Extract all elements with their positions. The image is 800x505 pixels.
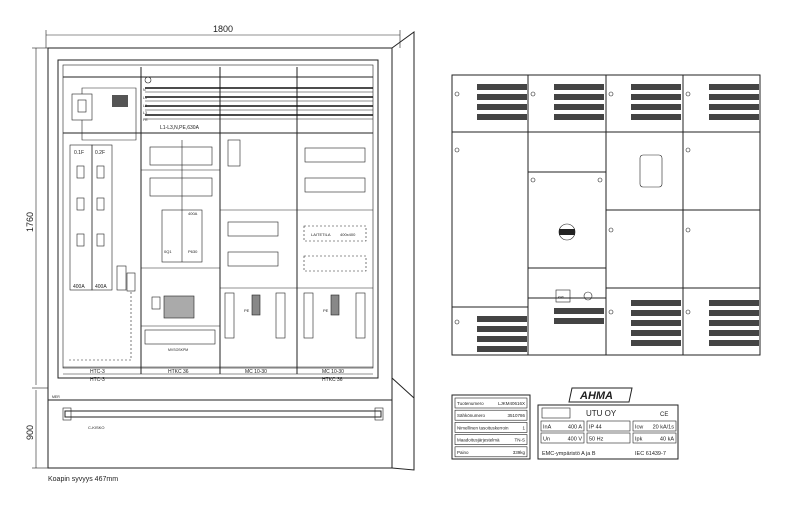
switch-id: 0Q1	[164, 249, 172, 254]
screw-icon	[685, 309, 691, 315]
rating-cell	[540, 432, 585, 444]
dimension-lines	[32, 30, 401, 469]
rating-label: Un	[543, 437, 550, 443]
vent-grille	[631, 300, 681, 346]
section-label-3: MC 10-30	[245, 369, 267, 375]
reserved-label: LAITETILA	[311, 232, 331, 237]
depth-note: Koapin syvyys 467mm	[48, 476, 118, 483]
certification-marks: CE	[660, 412, 668, 418]
bus-phase-l1: L1	[143, 96, 147, 100]
specs-table: Tuotenumero LJKM40616X Sähkönumero 3510786N…	[451, 394, 531, 460]
cabinet-door-view: kWh	[451, 74, 761, 356]
rating-label: Icw	[635, 425, 643, 431]
vent-grille	[477, 84, 527, 120]
screw-icon	[454, 91, 460, 97]
vent-grille	[554, 84, 604, 120]
switch-type: P630	[188, 249, 198, 254]
rating-value: 400 A	[568, 425, 582, 431]
spec-label: Nimellinen tasoituskerroin	[457, 425, 509, 430]
spec-row	[454, 397, 528, 409]
spec-row	[454, 409, 528, 421]
width-dimension: 1800	[213, 24, 233, 34]
rating-cell	[540, 420, 585, 432]
rating-cell	[586, 432, 631, 444]
rating-label: Ipk	[635, 437, 643, 443]
rating-label: 50 Hz	[589, 437, 604, 443]
spec-label: Paino	[457, 450, 469, 455]
vent-grille	[477, 316, 527, 352]
spec-value: 1	[522, 425, 525, 430]
rating-label: InA	[543, 425, 552, 431]
bus-phase-l2: L2	[143, 104, 147, 108]
fuse-label-2: 0.2F	[95, 150, 105, 156]
switch-rating: 400A	[188, 211, 198, 216]
company-name: UTU OY	[586, 409, 617, 418]
spec-value: LJKM40616X	[498, 401, 525, 406]
screw-icon	[597, 177, 603, 183]
busbars	[144, 76, 373, 120]
spec-value: 3510786	[507, 413, 525, 418]
section-sublabel-2: HTKC 36	[322, 377, 343, 383]
screw-icon	[608, 227, 614, 233]
bottom-terminal-label: MVSOSKPM	[168, 348, 188, 352]
bus-phase-l3: L3	[143, 111, 147, 115]
spec-row	[454, 446, 528, 458]
section-label-4: MC 10-30	[322, 369, 344, 375]
rating-cell	[586, 420, 631, 432]
emc-class: EMC-ympäristö A ja B	[542, 451, 596, 457]
screw-icon	[608, 309, 614, 315]
bus-phase-n: N	[143, 88, 146, 92]
rail-label: C-KISKO	[88, 425, 104, 430]
brand-logo: AHMA	[579, 390, 613, 402]
section-label-2: HTKC 36	[168, 369, 189, 375]
busbar-label: L1-L3,N,PE,630A	[160, 125, 200, 131]
rating-cell	[632, 420, 677, 432]
fuse-rating-2: 400A	[95, 284, 107, 290]
screw-icon	[530, 91, 536, 97]
standard: IEC 61439-7	[635, 451, 666, 457]
screw-icon	[685, 91, 691, 97]
fuse-rating-1: 400A	[73, 284, 85, 290]
rating-value: 400 V	[568, 437, 583, 443]
reserved-size: 400x400	[340, 232, 356, 237]
screw-icon	[530, 177, 536, 183]
cabinet-front-view: N L1 L2 L3 PE L1-L3,N,PE,630A 0.1F 0.2F …	[47, 31, 415, 471]
spec-value: 339kg	[513, 450, 526, 455]
screw-icon	[685, 147, 691, 153]
fuse-label-1: 0.1F	[74, 150, 84, 156]
rating-value: 20 kA/1s	[653, 425, 675, 431]
bus-phase-pe: PE	[143, 118, 148, 122]
vent-grille	[554, 308, 604, 324]
nameplate: AHMA UTU OY CE InA 400 A IP 44 Icw 20 kA/1sU…	[537, 387, 679, 460]
vent-grille	[709, 300, 759, 346]
spec-label: Sähkönumero	[457, 413, 486, 418]
screw-icon	[685, 227, 691, 233]
screw-icon	[454, 319, 460, 325]
section-sublabel-1: HTC-3	[90, 377, 105, 383]
vent-grille	[631, 84, 681, 120]
spec-label: Maadoitusjärjestelmä	[457, 438, 500, 443]
screw-icon	[608, 91, 614, 97]
vent-grille	[709, 84, 759, 120]
height-dimension-upper: 1760	[25, 212, 35, 232]
pe-label-2: PE	[323, 308, 329, 313]
rating-cell	[632, 432, 677, 444]
pe-label-1: PE	[244, 308, 250, 313]
height-dimension-lower: 900	[25, 425, 35, 440]
spec-value: TN-S	[515, 438, 526, 443]
entry-label: MER	[52, 395, 60, 399]
section-label-1: HTC-3	[90, 369, 105, 375]
spec-label: Tuotenumero	[457, 401, 484, 406]
spec-row	[454, 434, 528, 445]
rating-value: 40 kA	[660, 437, 674, 443]
meter-label: kWh	[558, 295, 564, 299]
spec-row	[454, 422, 528, 433]
rating-label: IP 44	[589, 425, 602, 431]
screw-icon	[454, 147, 460, 153]
